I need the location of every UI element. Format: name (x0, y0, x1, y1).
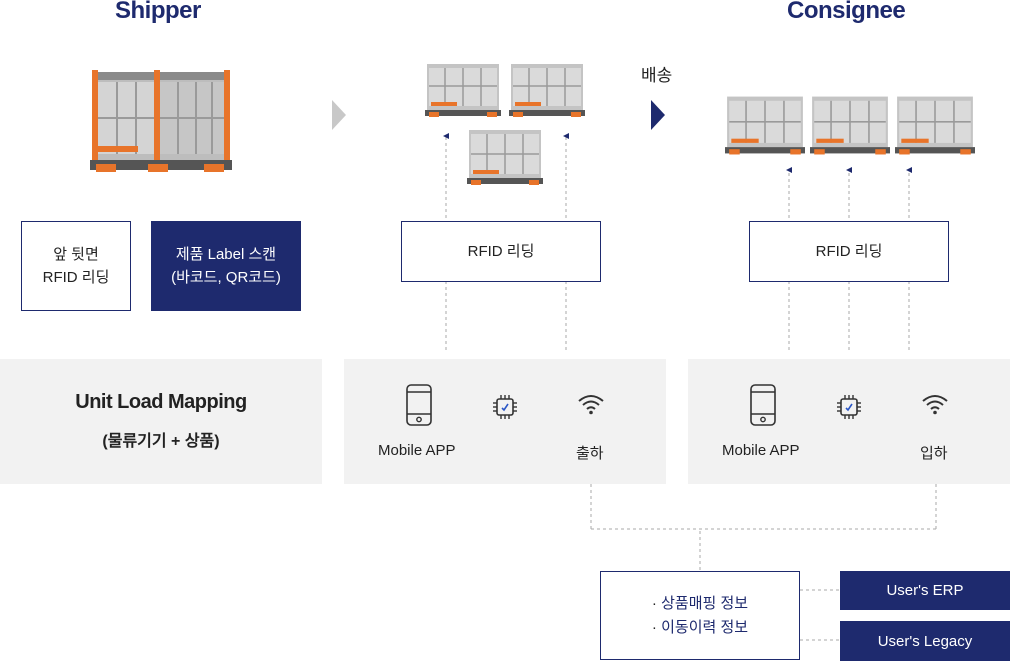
info-item-history: 이동이력 정보 (652, 616, 748, 640)
label-scan-line1: 제품 Label 스캔 (175, 246, 277, 263)
mobile-phone-icon (750, 384, 776, 426)
label-scan-box: 제품 Label 스캔 (바코드, QR코드) (151, 221, 301, 311)
mapping-info-box: 상품매핑 정보 이동이력 정보 (600, 571, 800, 660)
rfid-front-back-line1: 앞 뒷면 (53, 246, 99, 263)
inbound-panel: Mobile APP 입하 (688, 359, 1010, 484)
rfid-front-back-box: 앞 뒷면 RFID 리딩 (21, 221, 131, 311)
info-list: 상품매핑 정보 이동이력 정보 (652, 592, 748, 640)
erp-system: User's ERP (840, 571, 1010, 610)
inbound-status-label: 입하 (920, 445, 948, 462)
chip-icon (493, 395, 517, 419)
rfid-reading-box-outbound: RFID 리딩 (401, 221, 601, 282)
consignee-heading: Consignee (787, 0, 906, 24)
wifi-icon (922, 395, 948, 415)
outbound-panel: Mobile APP 출하 (344, 359, 666, 484)
pallet-container-icon (467, 130, 543, 185)
flow-arrow-gray (332, 100, 346, 130)
unit-load-subtitle: (물류기기 + 상품) (102, 433, 220, 450)
pallet-container-icon (425, 64, 501, 117)
rfid-front-back-line2: RFID 리딩 (42, 269, 110, 286)
flow-arrow-navy (651, 100, 665, 130)
pallet-container-icon (509, 64, 585, 117)
wifi-icon (578, 395, 604, 415)
pallet-container-icon (725, 96, 805, 155)
pallet-container-icon (90, 70, 232, 172)
outbound-app-label: Mobile APP (378, 442, 456, 459)
mobile-phone-icon (406, 384, 432, 426)
unit-load-title: Unit Load Mapping (75, 391, 247, 413)
unit-load-panel: Unit Load Mapping (물류기기 + 상품) (0, 359, 322, 484)
info-item-mapping: 상품매핑 정보 (652, 592, 748, 616)
delivery-label: 배송 (641, 66, 673, 85)
label-scan-line2: (바코드, QR코드) (171, 269, 281, 286)
legacy-system: User's Legacy (840, 621, 1010, 661)
pallet-container-icon (810, 96, 890, 155)
pallet-container-icon (895, 96, 975, 155)
chip-icon (837, 395, 861, 419)
outbound-status-label: 출하 (576, 445, 604, 462)
rfid-reading-box-inbound: RFID 리딩 (749, 221, 949, 282)
inbound-app-label: Mobile APP (722, 442, 800, 459)
shipper-heading: Shipper (115, 0, 201, 24)
